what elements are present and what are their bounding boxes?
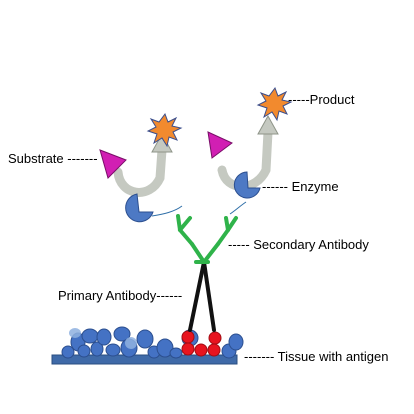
enzyme-shapes (125, 171, 261, 223)
label-primary-antibody: Primary Antibody------ (58, 288, 182, 303)
label-substrate: Substrate ------- (8, 151, 98, 166)
substrate-shapes (99, 131, 233, 179)
enzyme-right (233, 171, 261, 199)
reaction-arrow-left (113, 145, 167, 197)
label-secondary-antibody: ----- Secondary Antibody (228, 237, 369, 252)
primary-antibody (188, 260, 216, 332)
reaction-arrows (113, 114, 279, 197)
enzyme-left (125, 193, 154, 223)
tissue-cells (61, 326, 244, 359)
label-enzyme: ------ Enzyme (262, 179, 339, 194)
tissue-base (51, 354, 238, 365)
tissue-cells-light (69, 328, 137, 349)
enzyme-tethers (151, 201, 247, 217)
product-left (146, 112, 183, 148)
label-product: -----Product (288, 92, 355, 107)
label-tissue: ------- Tissue with antigen (244, 349, 388, 364)
substrate-right (207, 131, 233, 159)
secondary-antibody (176, 214, 238, 264)
antigen-dots (181, 330, 222, 357)
product-shapes (146, 86, 293, 148)
product-right (256, 86, 293, 122)
substrate-left (99, 149, 127, 179)
